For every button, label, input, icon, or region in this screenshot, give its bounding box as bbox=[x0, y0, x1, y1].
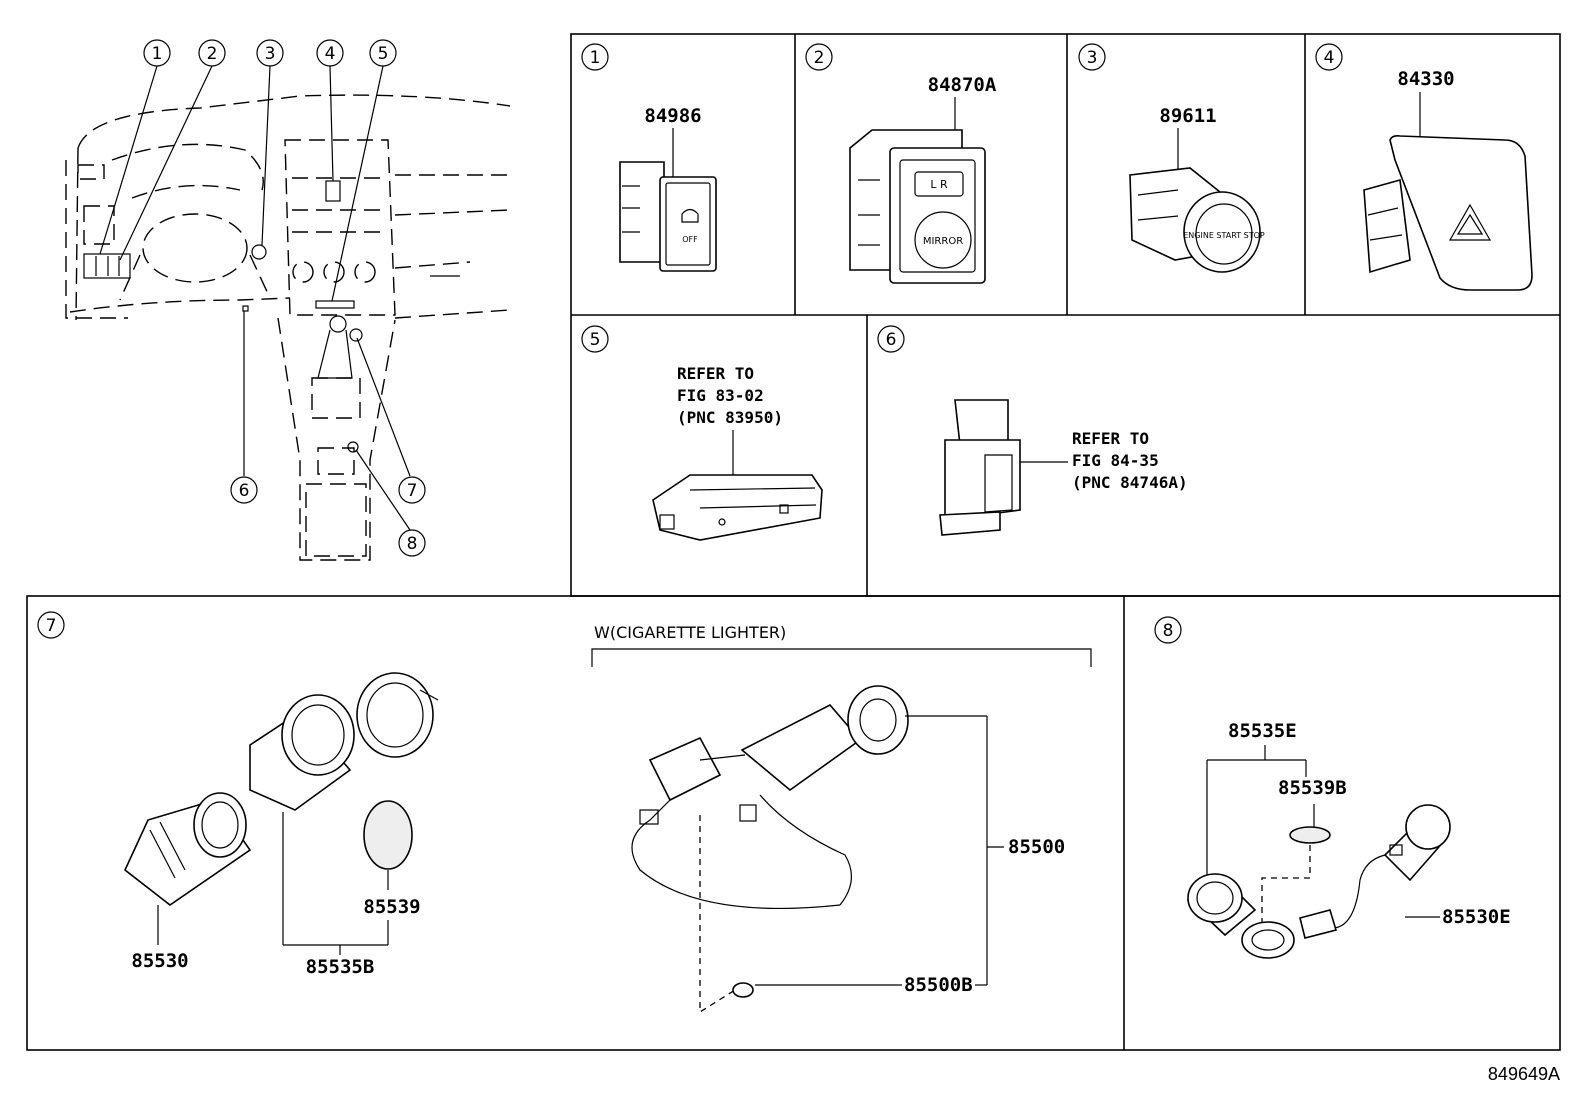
part-number-84870A: 84870A bbox=[928, 74, 997, 96]
panel-7: 7 85530 85535B 85539 W( bbox=[37, 611, 1092, 1014]
cigarette-lighter-heading: W(CIGARETTE LIGHTER) bbox=[594, 623, 786, 642]
panel-5-ref-line-1: REFER TO bbox=[677, 364, 754, 383]
part-number-85500: 85500 bbox=[1008, 836, 1065, 858]
socket-85535E-drawing bbox=[1186, 826, 1331, 959]
part-number-85539: 85539 bbox=[363, 896, 420, 918]
panel-3-number: 3 bbox=[1087, 48, 1098, 68]
panel-6-ref-line-3: (PNC 84746A) bbox=[1072, 473, 1188, 492]
part-number-85530: 85530 bbox=[131, 950, 188, 972]
part-number-85500B: 85500B bbox=[904, 974, 973, 996]
panel-6-number: 6 bbox=[886, 330, 897, 350]
panel-5-ref-line-3: (PNC 83950) bbox=[677, 408, 783, 427]
cap-85539-drawing bbox=[363, 800, 413, 870]
switch-panel-83950-drawing bbox=[652, 474, 823, 541]
part-number-85535E: 85535E bbox=[1228, 720, 1297, 742]
panel-1: 1 84986 OFF bbox=[581, 43, 717, 272]
panel-8: 8 85535E 85539B 85530E bbox=[1154, 616, 1511, 959]
drawing-code: 849649A bbox=[1488, 1064, 1560, 1084]
engine-start-button-label: ENGINE START STOP bbox=[1183, 231, 1265, 240]
panel-8-number: 8 bbox=[1163, 621, 1174, 641]
hazard-switch-drawing bbox=[1363, 135, 1533, 291]
panel-7-number: 7 bbox=[46, 616, 57, 636]
panel-frames bbox=[26, 33, 1561, 1051]
panel-5-ref-line-2: FIG 83-02 bbox=[677, 386, 764, 405]
dashboard-overview: 1 2 3 4 5 6 7 8 bbox=[65, 39, 511, 561]
part-number-89611: 89611 bbox=[1159, 105, 1216, 127]
panel-5-number: 5 bbox=[590, 330, 601, 350]
overview-callout-1: 1 bbox=[152, 44, 163, 64]
panel-2: 2 84870A L R MIRROR bbox=[805, 43, 997, 284]
part-number-85535B: 85535B bbox=[306, 956, 375, 978]
panel-2-number: 2 bbox=[814, 48, 825, 68]
mirror-switch-mirror-label: MIRROR bbox=[923, 236, 963, 247]
panel-5: 5 REFER TO FIG 83-02 (PNC 83950) bbox=[581, 325, 823, 541]
part-number-85539B: 85539B bbox=[1278, 777, 1347, 799]
part-number-84330: 84330 bbox=[1397, 68, 1454, 90]
overview-callout-6: 6 bbox=[239, 481, 250, 501]
overview-callout-5: 5 bbox=[378, 44, 389, 64]
panel-6-ref-line-1: REFER TO bbox=[1072, 429, 1149, 448]
panel-3: 3 89611 ENGINE START STOP bbox=[1078, 43, 1265, 273]
overview-callout-2: 2 bbox=[207, 44, 218, 64]
overview-callout-7: 7 bbox=[407, 481, 418, 501]
panel-4-number: 4 bbox=[1324, 48, 1335, 68]
engine-start-button-drawing: ENGINE START STOP bbox=[1129, 167, 1265, 273]
cigarette-lighter-85500-drawing bbox=[631, 685, 909, 1014]
panel-1-number: 1 bbox=[590, 48, 601, 68]
mirror-switch-lr-label: L R bbox=[930, 178, 948, 191]
socket-85530E-drawing bbox=[1299, 804, 1451, 939]
socket-housing-85535B-drawing bbox=[249, 672, 439, 811]
panel-4: 4 84330 bbox=[1315, 43, 1533, 291]
part-number-85530E: 85530E bbox=[1442, 906, 1511, 928]
part-number-84986: 84986 bbox=[644, 105, 701, 127]
overview-callout-3: 3 bbox=[265, 44, 276, 64]
power-socket-85530-drawing bbox=[124, 792, 252, 906]
switch-84986-label: OFF bbox=[682, 235, 698, 244]
overview-callout-4: 4 bbox=[325, 44, 336, 64]
overview-callout-8: 8 bbox=[407, 534, 418, 554]
panel-6-ref-line-2: FIG 84-35 bbox=[1072, 451, 1159, 470]
panel-6: 6 REFER TO FIG 84-35 (PNC 84746A) bbox=[877, 325, 1188, 536]
mirror-switch-drawing: L R MIRROR bbox=[849, 129, 986, 284]
switch-84986-drawing: OFF bbox=[619, 161, 717, 272]
switch-84746A-drawing bbox=[939, 399, 1021, 536]
